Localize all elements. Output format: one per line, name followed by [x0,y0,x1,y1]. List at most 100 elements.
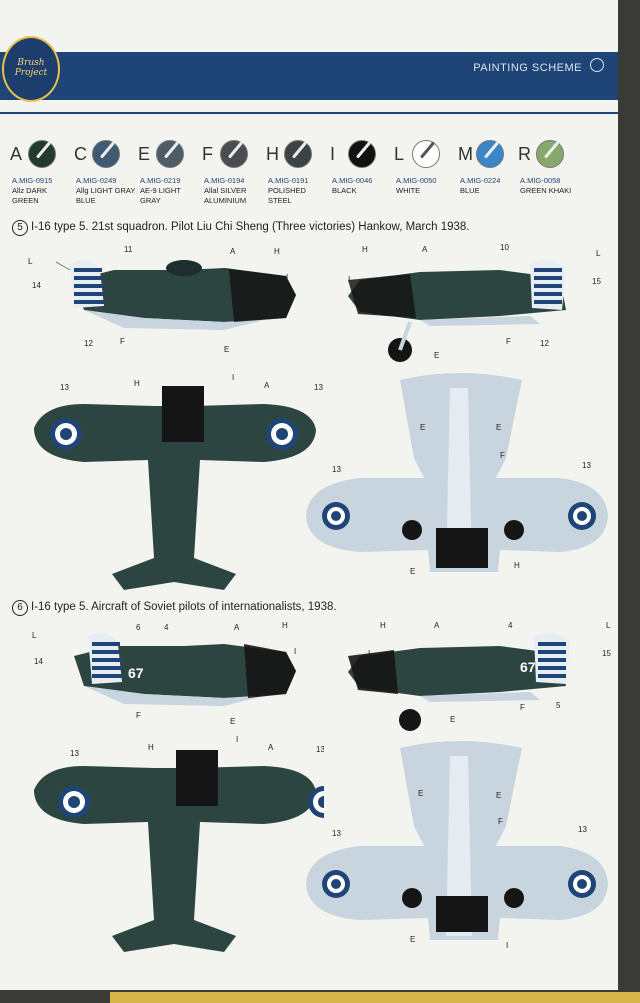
callout-10: 10 [500,243,509,252]
callout-H: H [380,621,386,630]
scheme-number: 6 [12,600,28,616]
paint-code: A.MIG-0046 [332,176,373,185]
callout-F: F [498,817,503,826]
callout-13b: 13 [314,383,323,392]
paint-M: M A.MIG-0224 BLUE [456,134,520,214]
callout-15: 15 [592,277,601,286]
callout-L: L [32,631,37,640]
header-ribbon [0,52,618,100]
paint-swatch-icon [476,140,504,168]
paint-F: F A.MIG-0194 Allal SILVER ALUMINIUM [200,134,264,214]
page-title: PAINTING SCHEME [473,62,582,74]
instruction-sheet: Brush Project PAINTING SCHEME A A.MIG-09… [0,0,618,990]
paint-letter: F [202,144,213,164]
callout-L: L [606,621,611,630]
logo-text: Brush Project [14,58,48,78]
callout-E2: E [496,423,501,432]
callout-E2: E [496,791,501,800]
paint-name: GREEN KHAKI [520,186,572,195]
callout-A: A [434,621,440,630]
paint-code: A.MIG-0249 [76,176,117,185]
paint-letter: I [330,144,336,164]
callout-I: I [294,647,296,656]
scheme-5-right-profile: H A I 10 L 15 12 F E [348,243,601,362]
callout-E3: E [410,567,415,576]
callout-13b: 13 [582,461,591,470]
callout-E: E [420,423,425,432]
callout-F: F [520,703,525,712]
paint-code: A.MIG-0058 [520,176,561,185]
callout-H: H [282,621,288,630]
callout-4: 4 [508,621,513,630]
paint-A: A A.MIG-0915 Allz DARK GREEN [8,134,72,214]
callout-H: H [274,247,280,256]
callout-14: 14 [32,281,41,290]
scheme-title: I-16 type 5. Aircraft of Soviet pilots o… [31,601,337,613]
callout-L: L [28,257,33,266]
paint-H: H A.MIG-0191 POLISHED STEEL [264,134,328,214]
callout-I: I [286,273,288,282]
paint-name: Allal SILVER ALUMINIUM [204,186,247,205]
callout-I: I [236,735,238,744]
callout-6: 6 [136,623,141,632]
callout-H: H [362,245,368,254]
callout-12: 12 [84,339,93,348]
paint-letter: H [266,144,279,164]
callout-F: F [500,451,505,460]
callout-13b: 13 [578,825,587,834]
paint-code: A.MIG-0191 [268,176,309,185]
paint-I: I A.MIG-0046 BLACK [328,134,392,214]
callout-E: E [224,345,229,354]
callout-A: A [234,623,240,632]
callout-I: I [348,275,350,284]
scheme-6-bottom-view: E E F 13 13 E I [306,741,608,950]
paint-name: BLACK [332,186,357,195]
paint-name: WHITE [396,186,421,195]
callout-A: A [422,245,428,254]
scheme-number: 5 [12,220,28,236]
callout-13: 13 [332,829,341,838]
paint-letter: C [74,144,87,164]
callout-5: 5 [556,701,561,710]
callout-13: 13 [332,465,341,474]
callout-H: H [514,561,520,570]
paint-code: A.MIG-0915 [12,176,53,185]
callout-12: 12 [540,339,549,348]
callout-F: F [136,711,141,720]
paint-swatch-icon [28,140,56,168]
scheme-5-top-view: H I A 13 13 [34,373,323,590]
callout-15: 15 [602,649,611,658]
scheme-title: I-16 type 5. 21st squadron. Pilot Liu Ch… [31,221,470,233]
callout-I: I [506,941,508,950]
callout-E: E [230,717,235,726]
paint-legend: A A.MIG-0915 Allz DARK GREEN C A.MIG-024… [8,134,618,214]
paint-L: L A.MIG-0050 WHITE [392,134,456,214]
paint-code: A.MIG-0219 [140,176,181,185]
callout-E3: E [410,935,415,944]
scheme-6-left-profile: 67 L 14 6 4 A H I F E [32,621,296,726]
callout-11: 11 [124,245,133,254]
callout-E: E [434,351,439,360]
scheme-6-right-profile: 67 H A I 4 L 15 F 5 E [348,621,611,731]
paint-letter: M [458,144,473,164]
callout-A: A [264,381,270,390]
brand-logo: Brush Project [2,36,60,102]
paint-name: Allz DARK GREEN [12,186,48,205]
callout-F: F [120,337,125,346]
callout-H: H [134,379,140,388]
callout-L: L [596,249,601,258]
scheme-6-top-view: H I A 13 13 [34,735,324,952]
callout-A: A [268,743,274,752]
callout-I: I [232,373,234,382]
callout-I: I [368,649,370,658]
paint-E: E A.MIG-0219 AE-9 LIGHT GRAY [136,134,200,214]
title-decoration-icon [590,58,604,72]
fuselage-number: 67 [128,665,144,681]
paint-R: R A.MIG-0058 GREEN KHAKI [516,134,580,214]
scheme-5-bottom-view: E E F 13 13 E H [306,373,608,576]
paint-letter: L [394,144,405,164]
callout-E: E [418,789,423,798]
paint-letter: A [10,144,23,164]
paint-code: A.MIG-0224 [460,176,501,185]
